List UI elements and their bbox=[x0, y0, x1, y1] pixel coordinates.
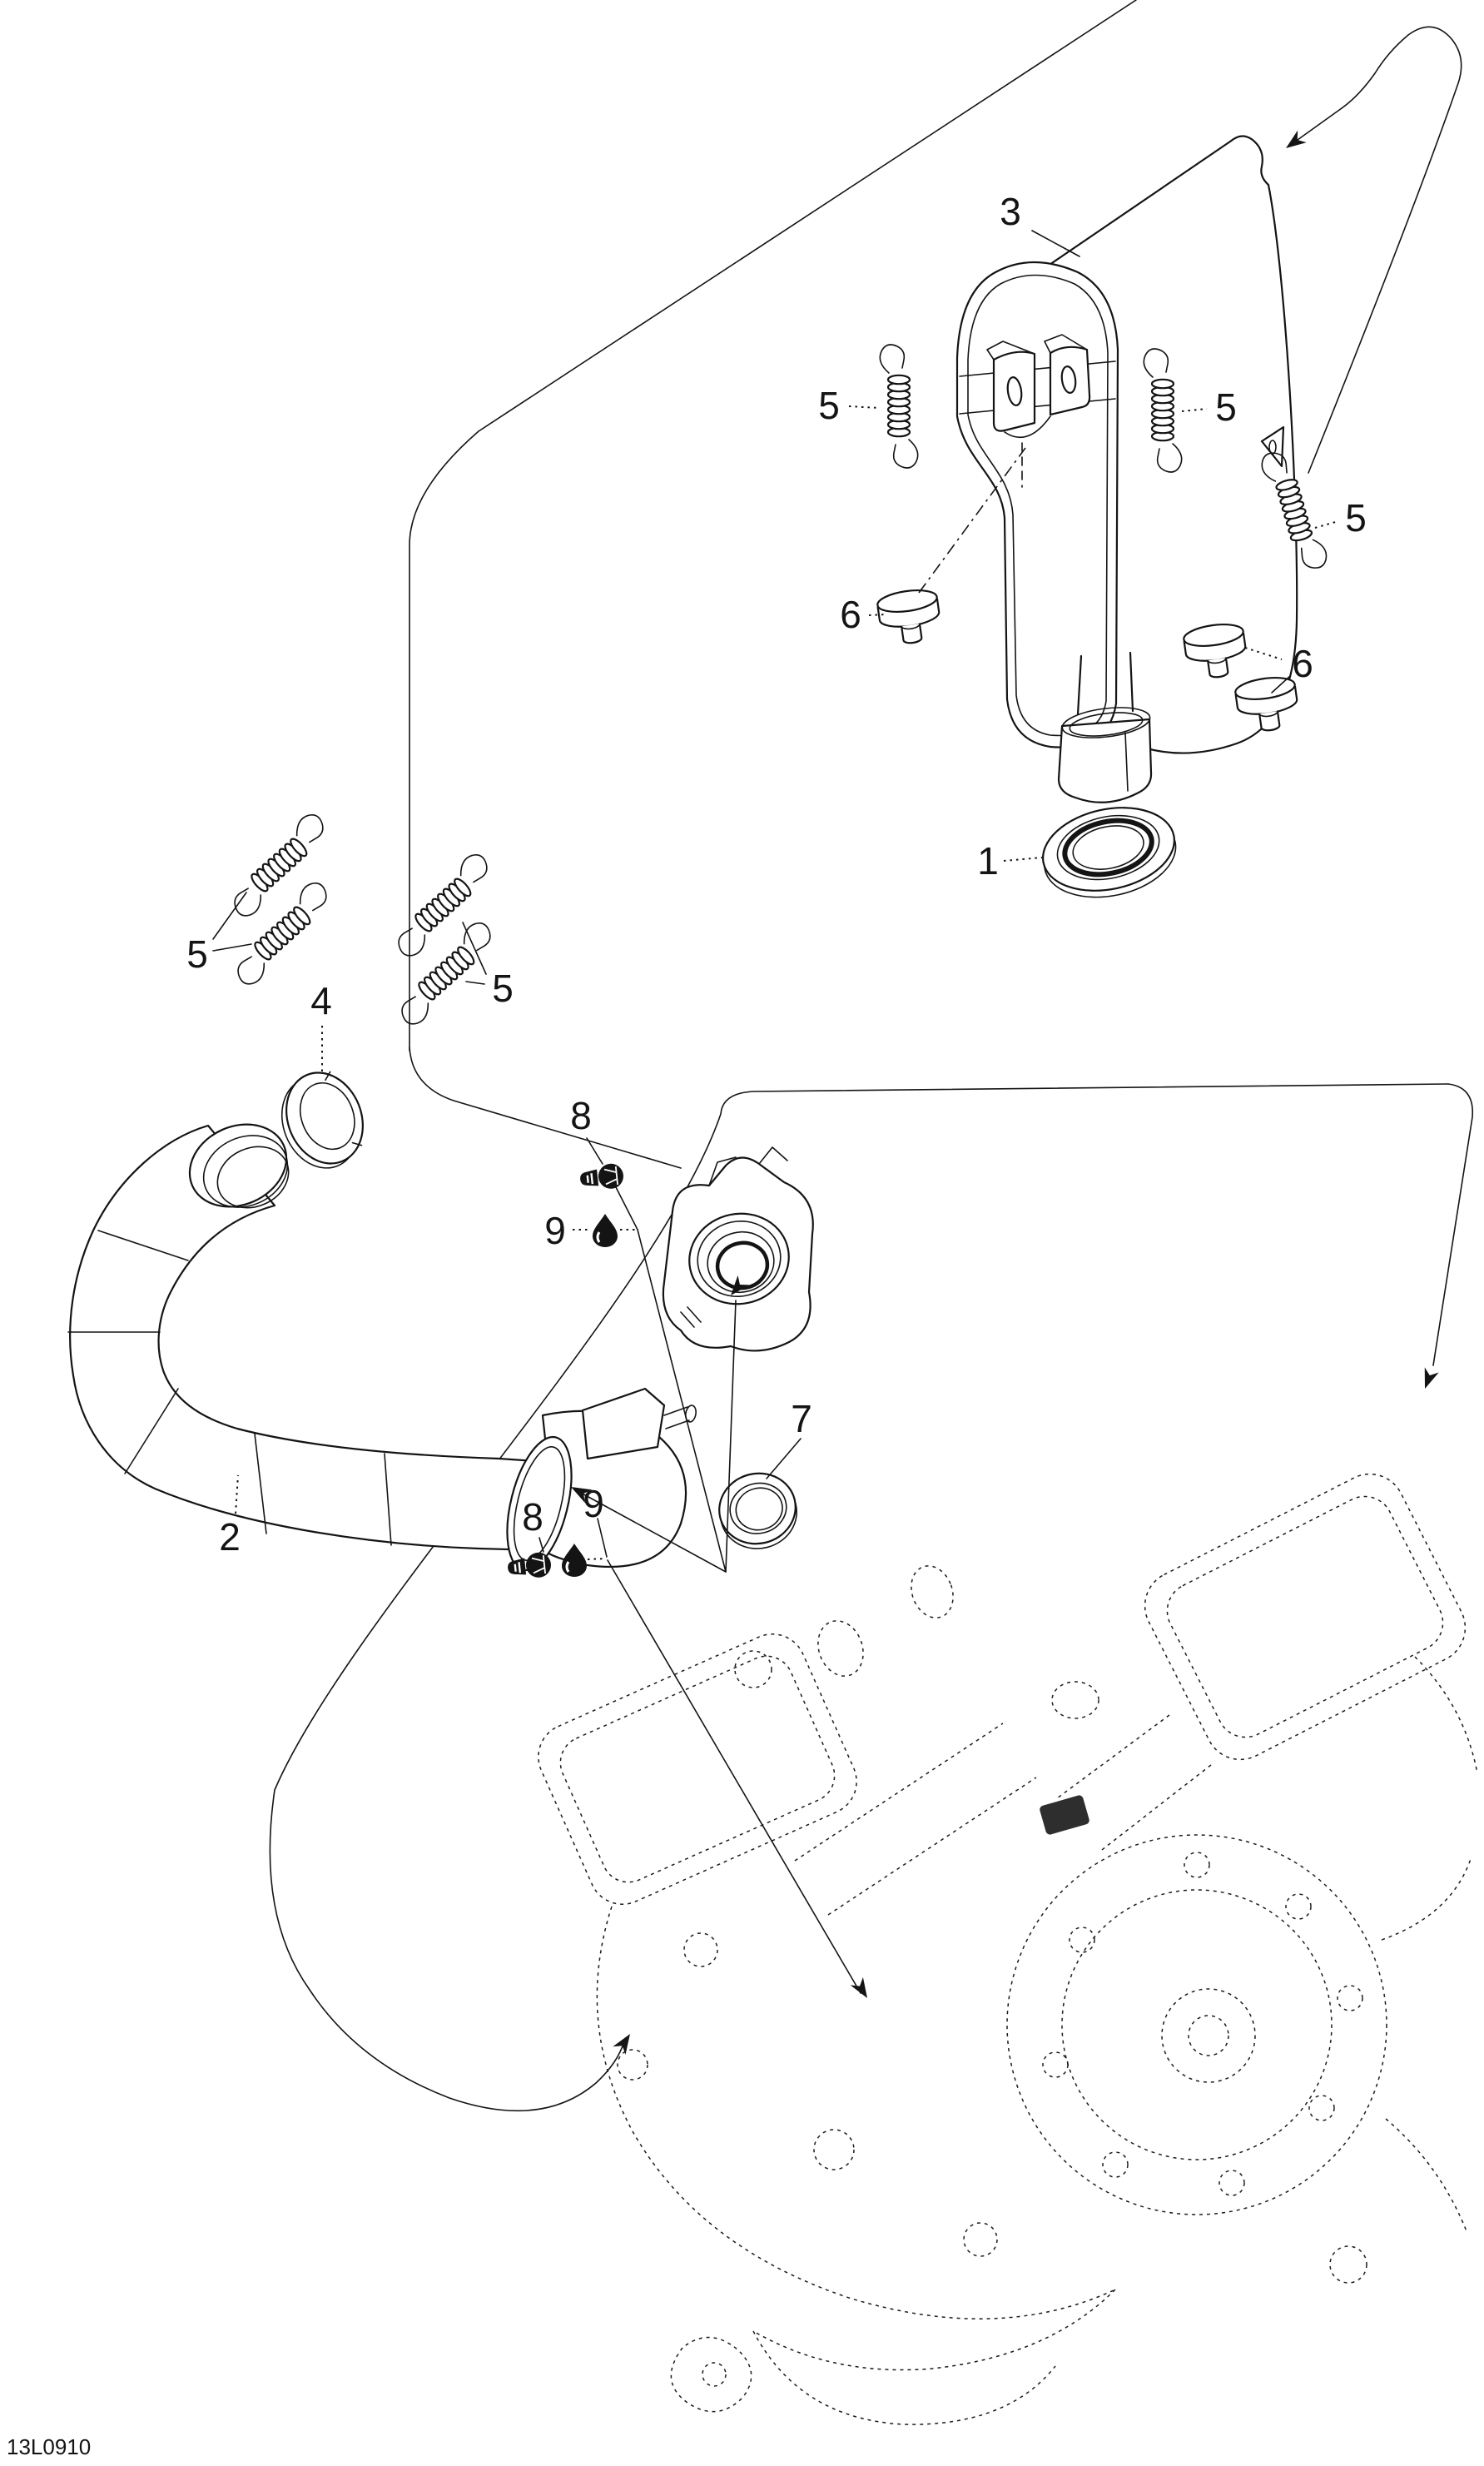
callout-3: 3 bbox=[1000, 190, 1021, 233]
pipe-inlet-gasket bbox=[280, 1071, 364, 1169]
muffler-gasket bbox=[1042, 807, 1177, 898]
callout-5: 5 bbox=[1215, 385, 1237, 429]
exhaust-port-gasket bbox=[718, 1472, 798, 1549]
engine-bay-arrow-icon bbox=[1417, 1367, 1439, 1392]
callout-8: 8 bbox=[522, 1495, 543, 1539]
callout-6: 6 bbox=[1292, 642, 1313, 685]
callout-2: 2 bbox=[219, 1515, 241, 1559]
rubber-bumper bbox=[875, 586, 944, 649]
callout-6: 6 bbox=[840, 593, 861, 636]
exhaust-port-flange bbox=[662, 1146, 814, 1352]
engine-assembly bbox=[538, 1473, 1478, 2425]
muffler-outlet-pipe bbox=[1057, 651, 1153, 803]
exhaust-pipe bbox=[67, 1123, 549, 1552]
callout-9: 9 bbox=[583, 1482, 604, 1525]
figure-code: 13L0910 bbox=[7, 2434, 92, 2459]
tension-spring bbox=[879, 343, 919, 470]
callout-9: 9 bbox=[544, 1209, 566, 1252]
engine-bay-arrow-icon bbox=[613, 2030, 637, 2056]
engine-bay-outline bbox=[269, 1083, 1474, 2112]
callout-4: 4 bbox=[310, 979, 332, 1022]
body-panel-outline-top bbox=[409, 0, 1462, 1169]
pipe-clamp bbox=[506, 1387, 697, 1572]
tension-spring bbox=[383, 848, 503, 962]
grease-drop-icon bbox=[591, 1212, 619, 1249]
callout-5: 5 bbox=[818, 384, 840, 427]
callout-5: 5 bbox=[492, 967, 514, 1010]
callout-7: 7 bbox=[791, 1397, 812, 1440]
panel-arrow-icon bbox=[1281, 130, 1307, 155]
callout-8: 8 bbox=[570, 1094, 592, 1137]
flanged-nut bbox=[578, 1161, 626, 1193]
callout-5: 5 bbox=[1345, 496, 1367, 539]
callout-1: 1 bbox=[977, 839, 999, 882]
tension-spring bbox=[222, 877, 342, 990]
tension-spring bbox=[386, 917, 506, 1030]
muffler-bracket bbox=[959, 334, 1116, 439]
leader-lines bbox=[212, 230, 1339, 2002]
callout-5: 5 bbox=[186, 932, 208, 976]
